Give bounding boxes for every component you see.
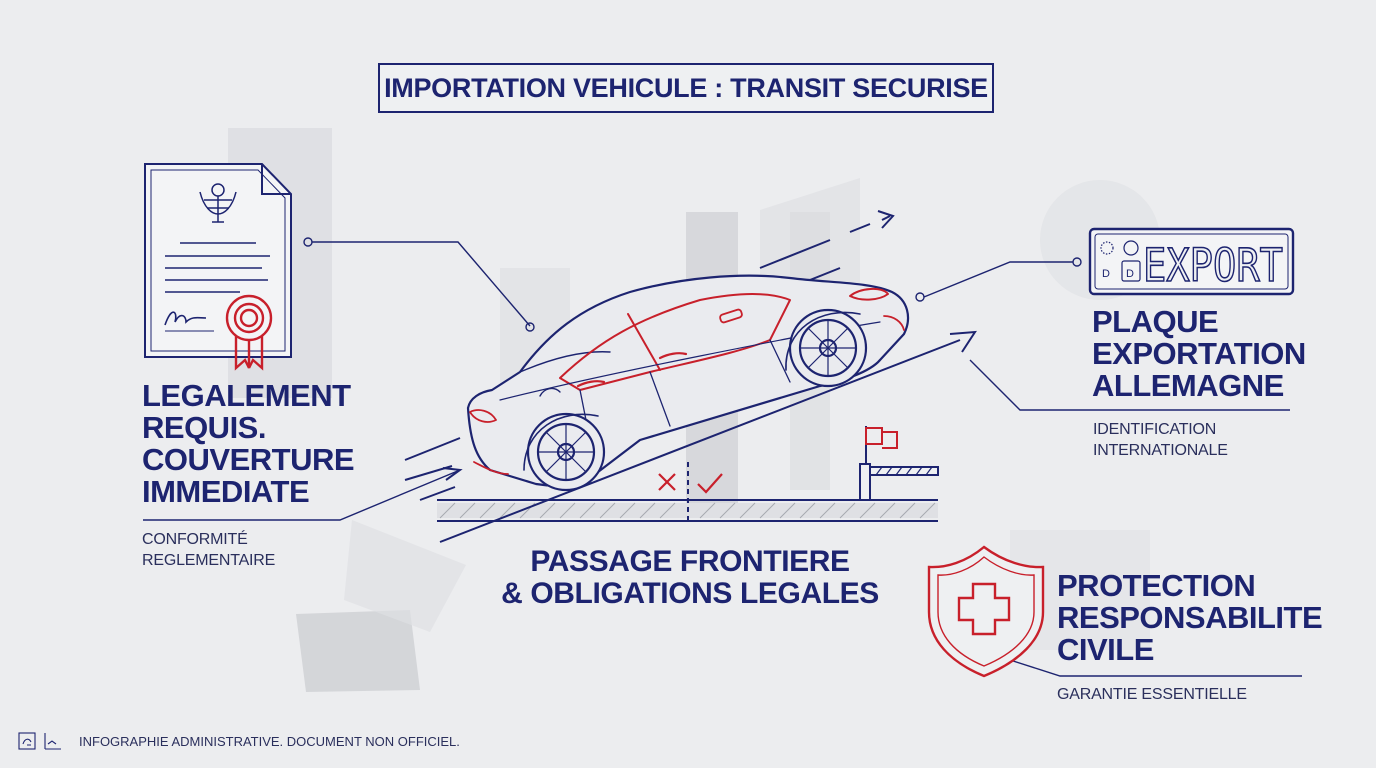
center-heading-line: PASSAGE FRONTIERE [530, 545, 850, 578]
plate-subtext-line: IDENTIFICATION [1093, 421, 1217, 438]
shield-heading-line: CIVILE [1057, 632, 1154, 667]
shield-heading-line: RESPONSABILITE [1057, 600, 1323, 635]
left-subtext: CONFORMITÉ REGLEMENTAIRE [142, 529, 275, 571]
plate-letter-1: D [1102, 268, 1110, 280]
shield-heading-line: PROTECTION [1057, 568, 1256, 603]
license-plate-icon: D D EXPORT [1088, 227, 1295, 296]
eagle-emblem-icon [199, 183, 237, 223]
document-icon [144, 163, 292, 358]
plate-heading: PLAQUE EXPORTATION ALLEMAGNE [1092, 306, 1306, 402]
plate-heading-line: PLAQUE [1092, 304, 1219, 339]
shield-subtext-line: GARANTIE ESSENTIELLE [1057, 686, 1247, 703]
check-mark-icon [697, 473, 723, 494]
shield-heading: PROTECTION RESPONSABILITE CIVILE [1057, 568, 1323, 667]
left-subtext-line: CONFORMITÉ [142, 531, 248, 548]
left-heading-line: REQUIS. [142, 410, 266, 445]
shield-cross-icon [927, 545, 1045, 678]
left-heading-line: COUVERTURE [142, 442, 355, 477]
page-title: IMPORTATION VEHICULE : TRANSIT SECURISE [378, 63, 994, 113]
center-heading: PASSAGE FRONTIERE & OBLIGATIONS LEGALES [470, 546, 910, 610]
left-subtext-line: REGLEMENTAIRE [142, 552, 276, 569]
plate-subtext-line: INTERNATIONALE [1093, 442, 1228, 459]
left-heading: LEGALEMENT REQUIS. COUVERTURE IMMEDIATE [142, 378, 355, 509]
left-heading-line: IMMEDIATE [142, 474, 310, 509]
footer-disclaimer: INFOGRAPHIE ADMINISTRATIVE. DOCUMENT NON… [79, 734, 460, 749]
flag-icon [865, 426, 898, 464]
border-barrier-icon [859, 463, 939, 501]
plate-heading-line: EXPORTATION [1092, 336, 1306, 371]
center-heading-line: & OBLIGATIONS LEGALES [501, 577, 879, 610]
car-illustration [466, 274, 910, 492]
cross-mark-icon [658, 473, 676, 491]
leader-lines [143, 237, 1302, 677]
plate-letter-2: D [1126, 268, 1134, 280]
road [404, 210, 977, 543]
left-heading-line: LEGALEMENT [142, 378, 351, 413]
page-title-text: IMPORTATION VEHICULE : TRANSIT SECURISE [384, 72, 988, 103]
plate-heading-line: ALLEMAGNE [1092, 368, 1284, 403]
shield-subtext: GARANTIE ESSENTIELLE [1057, 684, 1247, 705]
plate-text: EXPORT [1143, 239, 1283, 292]
seal-icon [225, 294, 273, 371]
plate-subtext: IDENTIFICATION INTERNATIONALE [1093, 419, 1228, 461]
footer-logo-icon [18, 732, 61, 750]
